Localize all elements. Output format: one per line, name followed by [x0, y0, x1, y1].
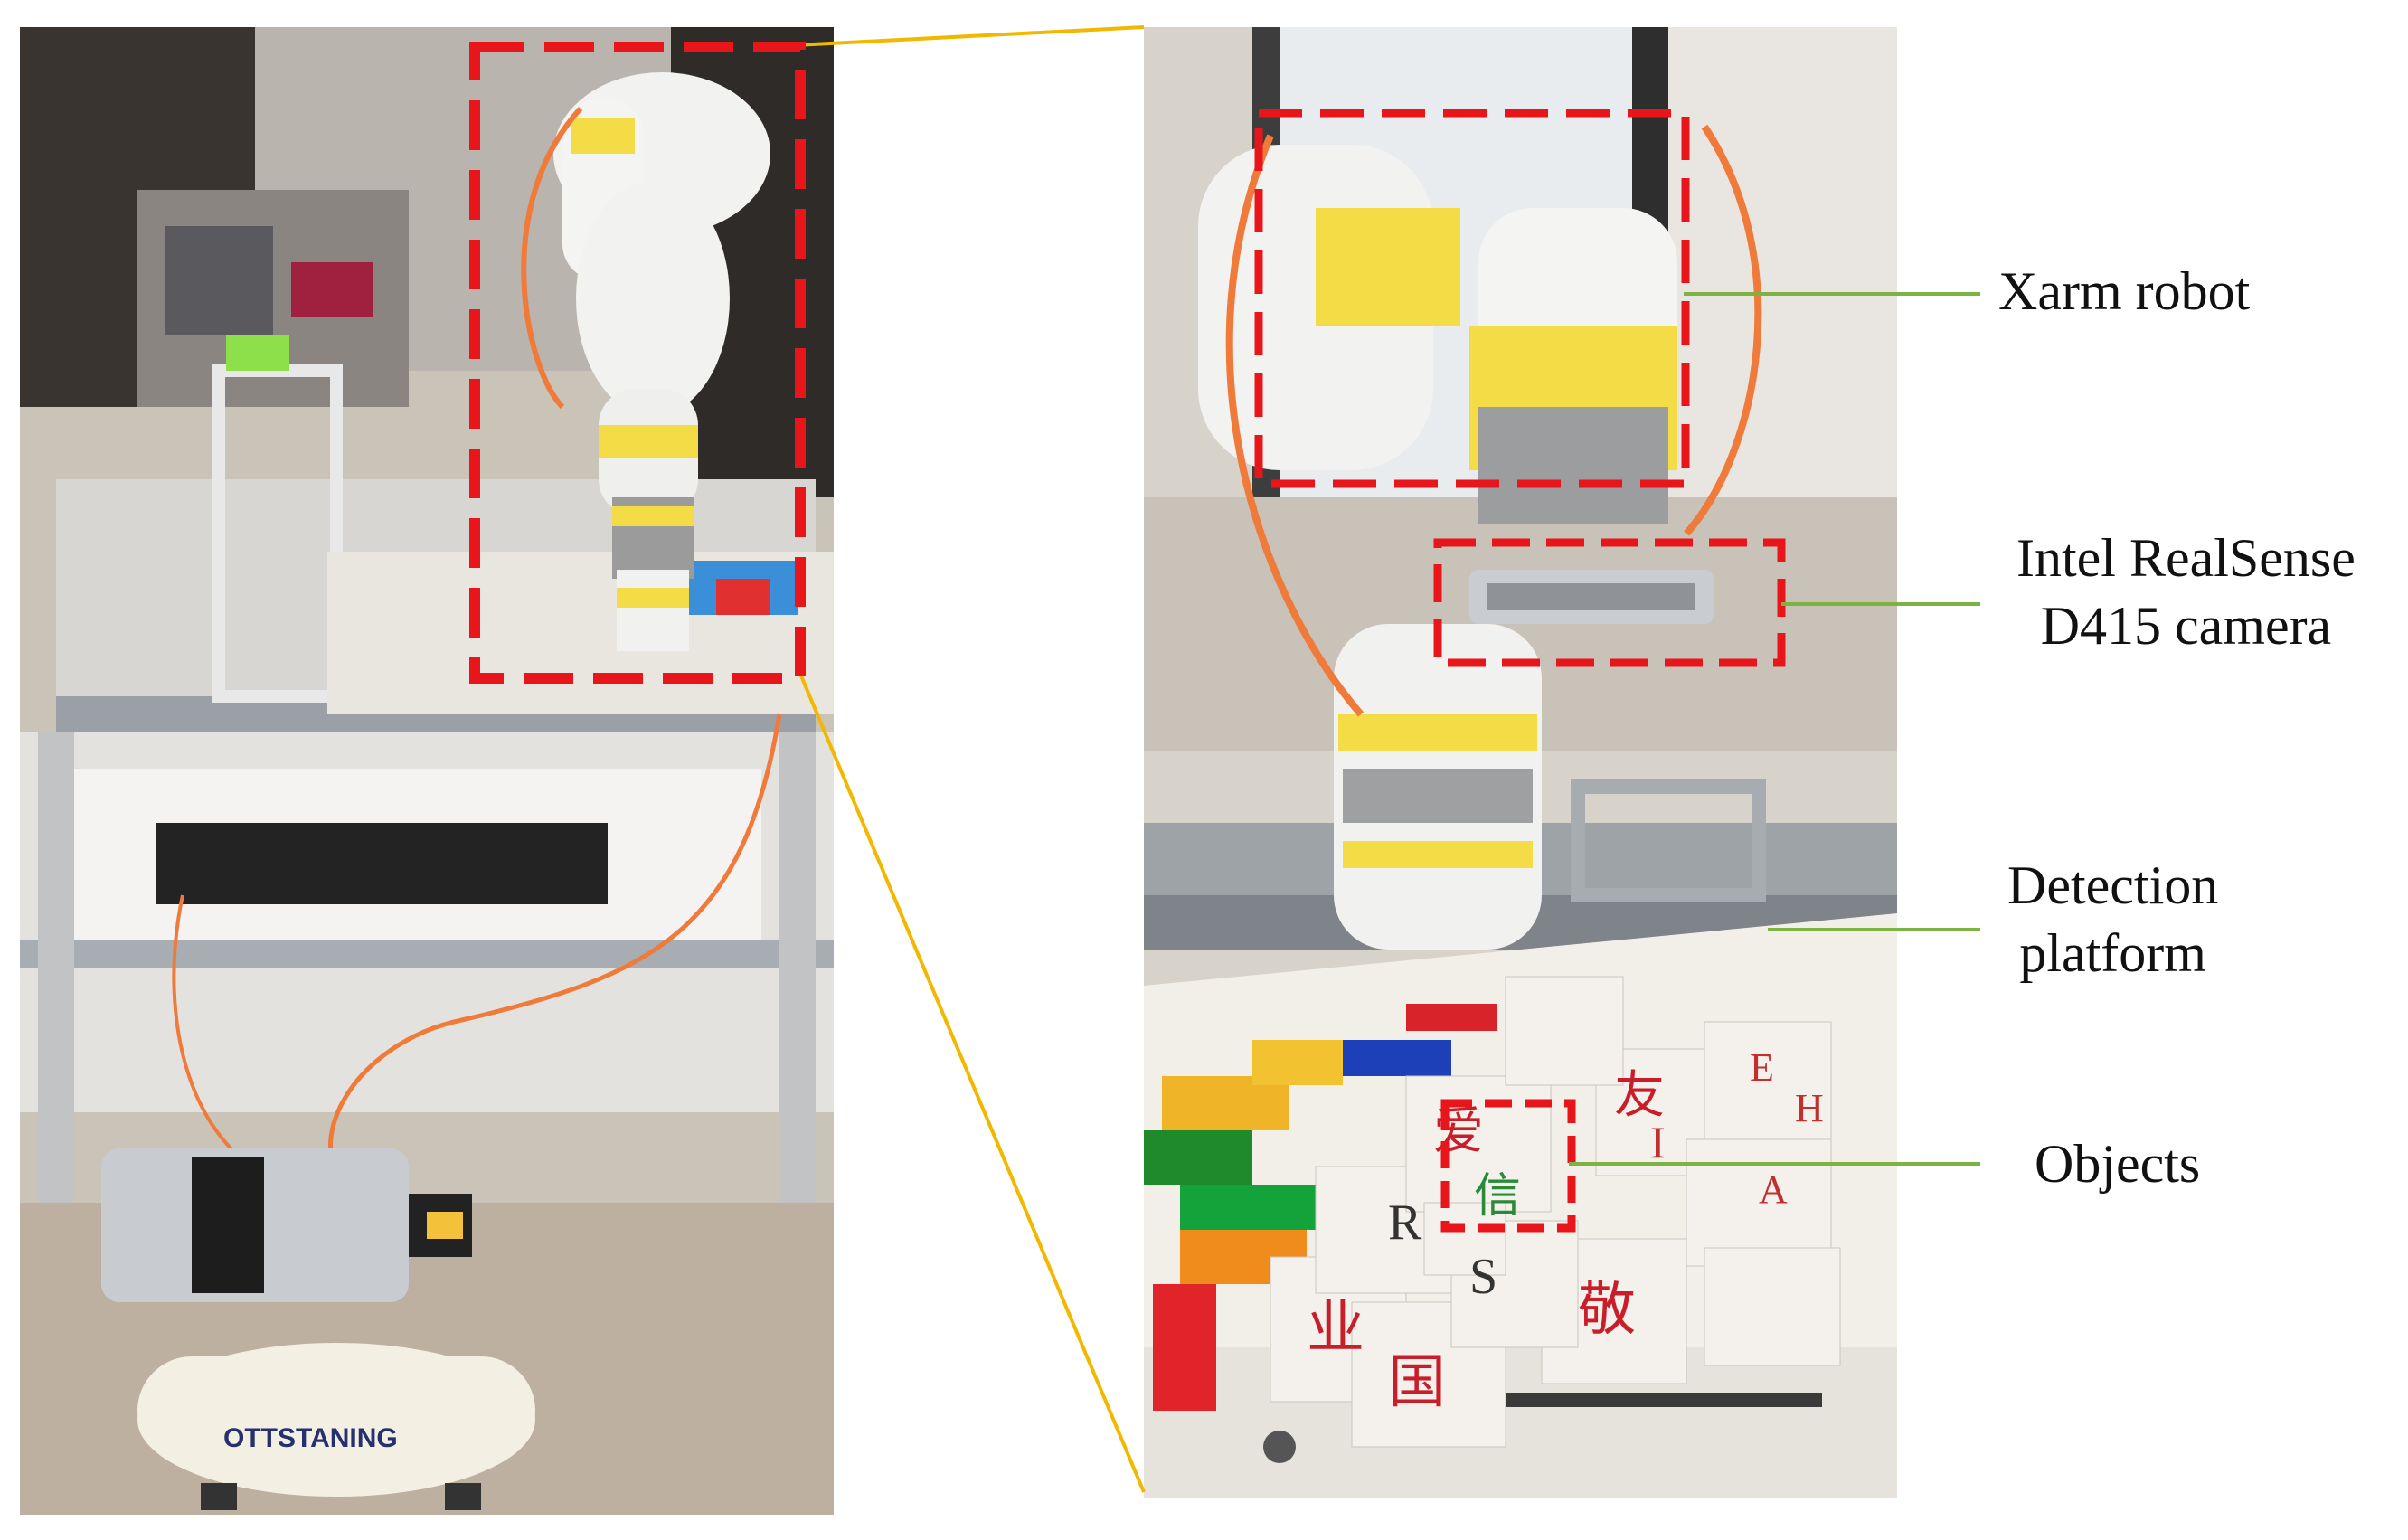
block-letter-i: I: [1650, 1117, 1666, 1167]
platform-label: Detection platform: [2007, 852, 2218, 987]
camera-label: Intel RealSense D415 camera: [2016, 524, 2356, 660]
block-letter-e: E: [1750, 1045, 1774, 1090]
workstation-photo: OTTSTANING: [20, 27, 834, 1515]
block-glyph-4: 友: [1614, 1066, 1665, 1125]
xarm-robot-label-text: Xarm robot: [1998, 261, 2251, 321]
workstation-scene: OTTSTANING: [20, 27, 834, 1515]
block-glyph-1: 业: [1307, 1295, 1365, 1362]
camera-label-line1: Intel RealSense: [2016, 528, 2356, 588]
camera-label-line2: D415 camera: [2040, 596, 2332, 656]
block-letter-h: H: [1795, 1086, 1824, 1130]
zoom-connector-bottom: [798, 673, 1146, 1493]
block-glyph-6: 信: [1474, 1169, 1521, 1223]
block-glyph-3: 敬: [1578, 1277, 1636, 1344]
platform-label-line1: Detection: [2007, 855, 2219, 915]
closeup-photo: R S I E H A 业 国 敬 友 爱 信: [1144, 27, 1897, 1498]
block-letter-s: S: [1469, 1249, 1497, 1305]
objects-label: Objects: [2035, 1130, 2200, 1198]
block-glyph-2: 国: [1388, 1349, 1446, 1416]
block-letter-a: A: [1759, 1167, 1788, 1212]
block-letter-r: R: [1388, 1195, 1422, 1251]
objects-label-text: Objects: [2035, 1134, 2201, 1194]
block-glyph-5: 爱: [1433, 1102, 1484, 1161]
xarm-robot-label: Xarm robot: [1998, 258, 2250, 326]
zoom-connector-top: [795, 25, 1145, 47]
compressor-brand-text: OTTSTANING: [223, 1423, 398, 1453]
closeup-scene: R S I E H A 业 国 敬 友 爱 信: [1144, 27, 1897, 1498]
platform-label-line2: platform: [2019, 923, 2206, 983]
